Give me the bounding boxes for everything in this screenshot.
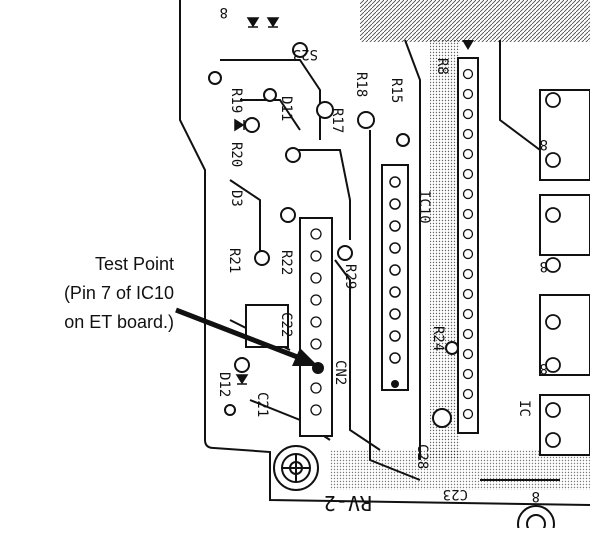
label-r22: R22 <box>278 250 294 275</box>
copper-area-bottom <box>330 450 590 490</box>
label-8-e: 8 <box>532 488 540 504</box>
label-cn2: CN2 <box>332 360 348 385</box>
label-s23: S23 <box>293 46 318 62</box>
mounting-hole-left <box>273 445 319 491</box>
callout-line-3: on ET board.) <box>64 312 174 332</box>
label-r15: R15 <box>388 78 404 103</box>
label-r29: R29 <box>342 264 358 289</box>
label-c28: C28 <box>414 444 430 469</box>
label-ic10: IC10 <box>416 190 432 224</box>
callout-line-1: Test Point <box>94 254 174 274</box>
copper-area-top <box>360 0 590 42</box>
label-d3: D3 <box>228 190 244 207</box>
label-ic: IC <box>516 400 532 417</box>
callout-line-2: (Pin 7 of IC10 <box>63 283 174 303</box>
label-8-a: 8 <box>220 4 228 20</box>
label-r21: R21 <box>226 248 242 273</box>
copper-area-right <box>430 40 460 460</box>
rb1-marker <box>462 40 474 50</box>
label-r24: R24 <box>430 326 446 351</box>
label-8-c: 8 <box>540 258 548 274</box>
label-rv2: RV-2 <box>324 491 372 515</box>
mounting-hole-bottom <box>517 505 555 533</box>
label-r8: R8 <box>434 58 450 75</box>
label-c22: C22 <box>278 312 294 337</box>
label-r17: R17 <box>329 108 345 133</box>
test-point-callout: Test Point (Pin 7 of IC10 on ET board.) <box>4 250 174 337</box>
label-r18: R18 <box>353 72 369 97</box>
right-pads <box>545 92 561 448</box>
label-8-b: 8 <box>540 136 548 152</box>
rb1-connector <box>457 57 479 434</box>
ic10-pins <box>389 176 401 364</box>
label-8-d: 8 <box>540 360 548 376</box>
board-outline <box>179 0 590 506</box>
cn2-pins <box>310 228 322 416</box>
silkscreen-labels: R19 D11 S23 R17 R18 R15 R8 R20 D3 R21 IC… <box>216 4 548 515</box>
diode-symbols <box>234 17 280 385</box>
callout-arrow <box>175 307 318 366</box>
component-pads <box>208 42 459 428</box>
label-d12: D12 <box>216 372 232 397</box>
label-d11: D11 <box>278 96 294 121</box>
label-c23: C23 <box>443 486 468 502</box>
label-c21: C21 <box>254 392 270 417</box>
ic10-pin7-dot <box>391 380 399 388</box>
label-r19: R19 <box>228 88 244 113</box>
label-r20: R20 <box>228 142 244 167</box>
rb1-pins <box>462 68 474 420</box>
